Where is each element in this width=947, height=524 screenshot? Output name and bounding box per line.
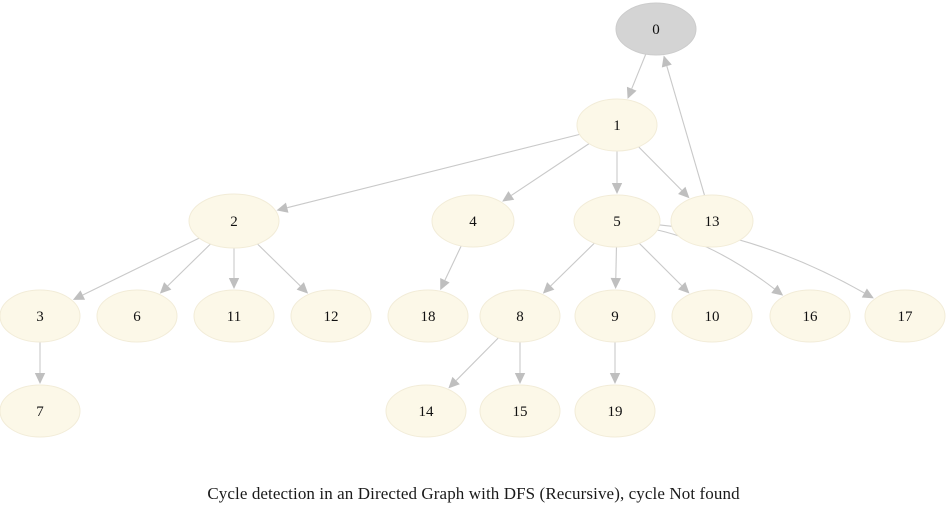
graph-edge-arrowhead — [514, 373, 526, 384]
graph-node-4[interactable]: 4 — [431, 194, 515, 248]
graph-node-6[interactable]: 6 — [96, 289, 178, 343]
graph-node-3[interactable]: 3 — [0, 289, 81, 343]
graph-node-12[interactable]: 12 — [290, 289, 372, 343]
graph-edge — [638, 242, 683, 287]
graph-node-16[interactable]: 16 — [769, 289, 851, 343]
graph-node-shape[interactable] — [0, 384, 81, 438]
graph-node-11[interactable]: 11 — [193, 289, 275, 343]
graph-node-shape[interactable] — [431, 194, 515, 248]
graph-node-shape[interactable] — [574, 289, 656, 343]
graph-edge — [287, 133, 580, 209]
graph-node-14[interactable]: 14 — [385, 384, 467, 438]
graph-node-shape[interactable] — [576, 98, 658, 152]
graph-node-shape[interactable] — [573, 194, 661, 248]
graph-edge-arrowhead — [228, 278, 240, 289]
graph-edge-arrowhead — [610, 277, 621, 290]
graph-node-shape[interactable] — [188, 193, 280, 249]
graph-node-9[interactable]: 9 — [574, 289, 656, 343]
graph-edge-arrowhead — [542, 282, 555, 294]
graph-node-0[interactable]: 0 — [615, 2, 697, 56]
graph-edge-arrowhead — [661, 55, 672, 68]
graph-node-17[interactable]: 17 — [864, 289, 946, 343]
graph-node-shape[interactable] — [615, 2, 697, 56]
graph-node-15[interactable]: 15 — [479, 384, 561, 438]
graph-edge — [666, 65, 706, 196]
graph-edge — [638, 146, 683, 191]
graph-node-shape[interactable] — [769, 289, 851, 343]
graph-edge-arrowhead — [861, 288, 874, 299]
graph-node-1[interactable]: 1 — [576, 98, 658, 152]
graph-edge-arrowhead — [626, 86, 637, 99]
graph-node-shape[interactable] — [479, 384, 561, 438]
graph-node-shape[interactable] — [385, 384, 467, 438]
graph-node-shape[interactable] — [670, 194, 754, 248]
graph-edge-arrowhead — [448, 376, 460, 389]
graph-node-shape[interactable] — [864, 289, 946, 343]
graph-node-2[interactable]: 2 — [188, 193, 280, 249]
graph-edge — [550, 242, 595, 287]
graph-edge — [82, 237, 200, 296]
graph-node-19[interactable]: 19 — [574, 384, 656, 438]
graph-node-5[interactable]: 5 — [573, 194, 661, 248]
graph-node-shape[interactable] — [0, 289, 81, 343]
graph-edge-arrowhead — [678, 186, 690, 199]
graph-node-shape[interactable] — [290, 289, 372, 343]
graph-node-shape[interactable] — [96, 289, 178, 343]
graph-edge-arrowhead — [159, 282, 172, 294]
graph-node-shape[interactable] — [574, 384, 656, 438]
graph-node-7[interactable]: 7 — [0, 384, 81, 438]
graph-edge — [511, 143, 590, 196]
graph-node-shape[interactable] — [193, 289, 275, 343]
graph-node-18[interactable]: 18 — [387, 289, 469, 343]
graph-node-10[interactable]: 10 — [671, 289, 753, 343]
graph-edge-arrowhead — [611, 183, 623, 194]
graph-edge — [257, 243, 301, 287]
graph-edge-arrowhead — [609, 373, 621, 384]
graph-edge-arrowhead — [34, 373, 46, 384]
graph-node-13[interactable]: 13 — [670, 194, 754, 248]
graph-edge-arrowhead — [440, 278, 450, 291]
graph-edge — [455, 337, 499, 381]
graph-node-shape[interactable] — [479, 289, 561, 343]
graph-edge-arrowhead — [502, 191, 515, 202]
figure-caption: Cycle detection in an Directed Graph wit… — [207, 484, 740, 503]
graph-edge-arrowhead — [276, 202, 289, 213]
graph-edge — [615, 246, 618, 279]
graph-edge-arrowhead — [72, 290, 86, 300]
graph-edge-arrowhead — [677, 281, 690, 294]
edges-layer — [34, 53, 874, 389]
graph-node-8[interactable]: 8 — [479, 289, 561, 343]
graph-node-shape[interactable] — [387, 289, 469, 343]
graph-edge — [167, 243, 211, 287]
graph-node-shape[interactable] — [671, 289, 753, 343]
graph-edge — [657, 229, 775, 290]
graph-edge-arrowhead — [771, 284, 784, 296]
graph-edge — [631, 53, 647, 89]
graph-edge-arrowhead — [296, 282, 309, 294]
graph-edge — [444, 245, 462, 281]
